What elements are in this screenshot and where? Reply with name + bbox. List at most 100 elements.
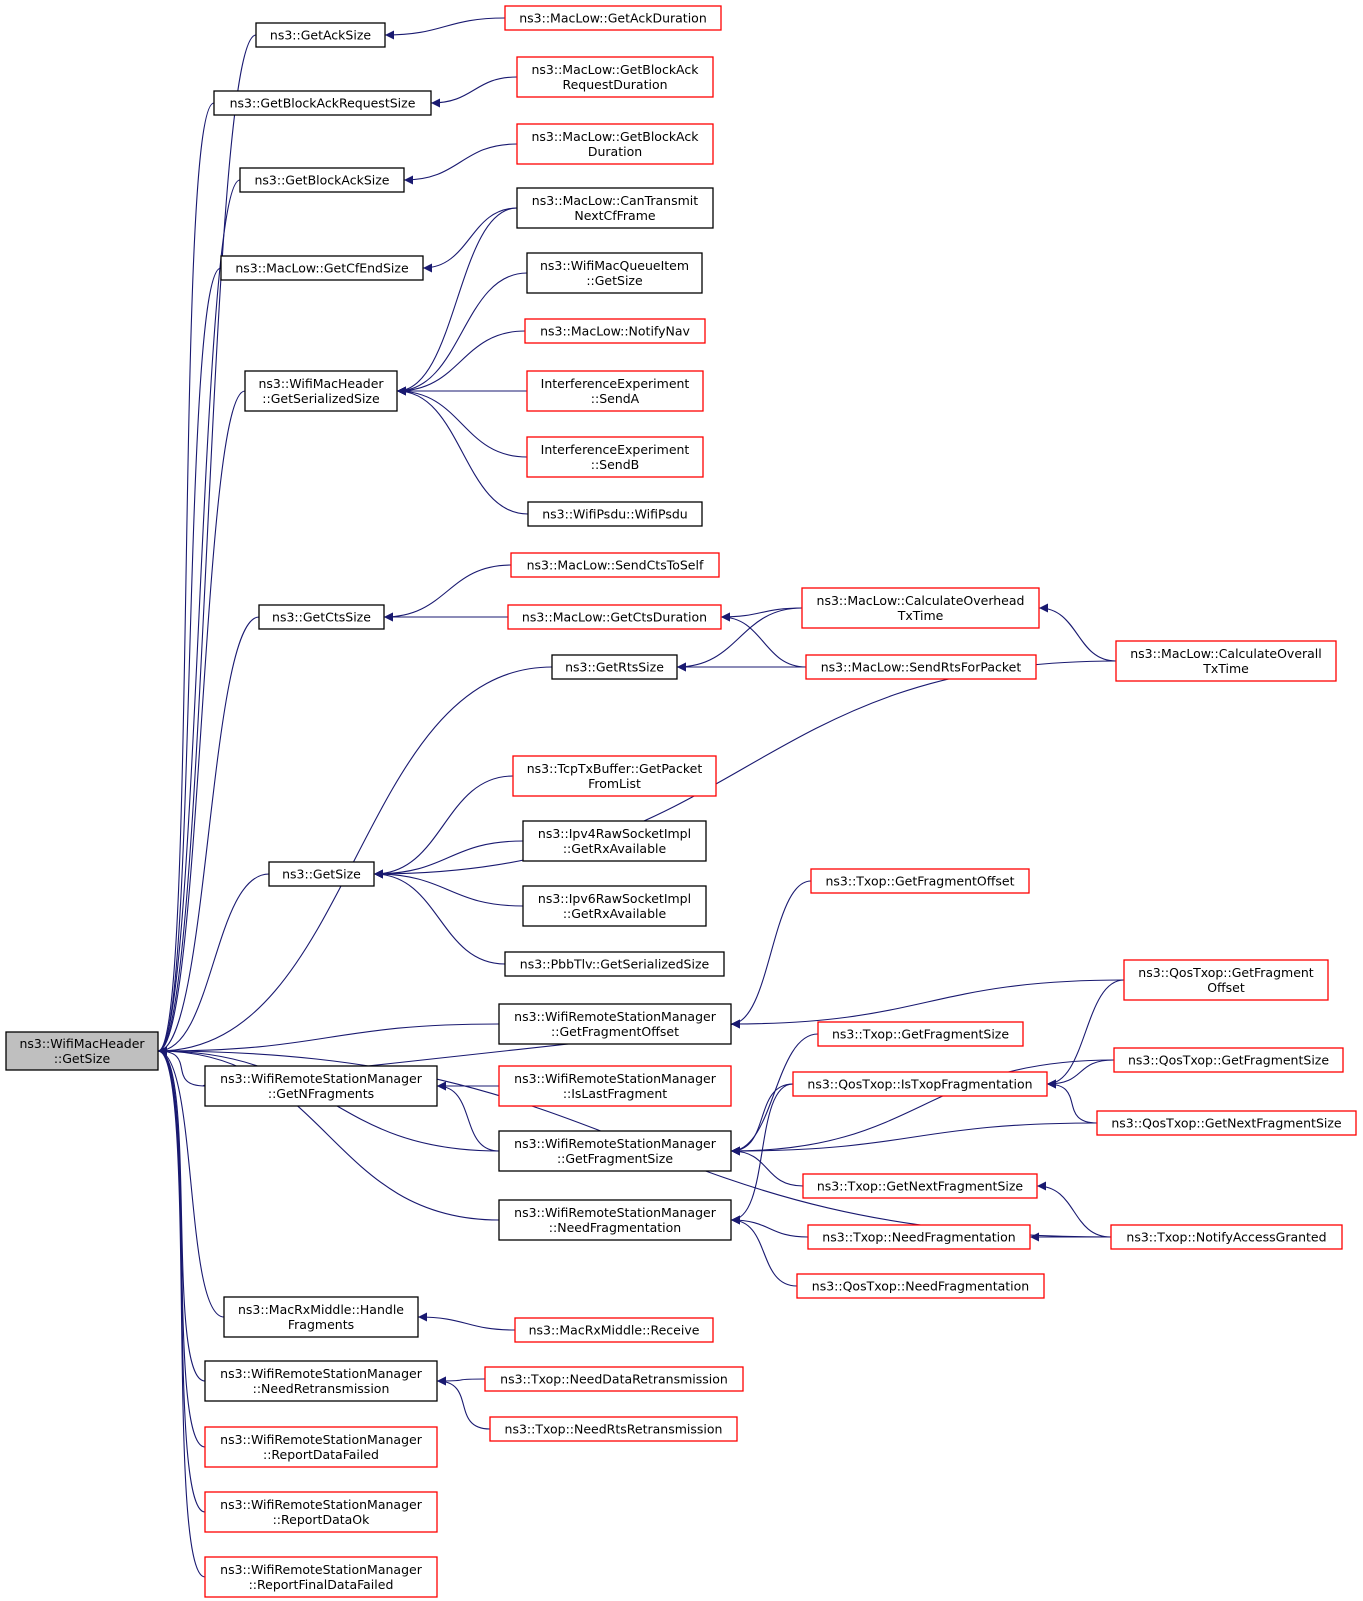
edge-wrsm-reportfinal-to-root: [157, 1046, 206, 1578]
call-edges: [157, 17, 1125, 1578]
node-getctsduration[interactable]: ns3::MacLow::GetCtsDuration: [507, 604, 722, 630]
edge-qos-getfragoffset-to-qos-istxopfrag: [1046, 979, 1125, 1089]
node-label-line: ::ReportDataFailed: [263, 1447, 379, 1462]
node-box: [204, 1065, 438, 1107]
node-qos-getnextfragsize[interactable]: ns3::QosTxop::GetNextFragmentSize: [1096, 1110, 1357, 1136]
node-box: [516, 187, 714, 229]
node-qos-getfragoffset[interactable]: ns3::QosTxop::GetFragmentOffset: [1123, 959, 1329, 1001]
node-label-line: ns3::Ipv6RawSocketImpl: [538, 891, 691, 906]
node-label-line: ns3::Txop::GetFragmentSize: [832, 1027, 1009, 1042]
node-wifipsdu[interactable]: ns3::WifiPsdu::WifiPsdu: [527, 501, 703, 527]
node-wrsm-reportfinal[interactable]: ns3::WifiRemoteStationManager::ReportFin…: [204, 1556, 438, 1598]
node-label-line: ns3::WifiMacHeader: [258, 376, 384, 391]
node-label-line: ns3::WifiMacQueueItem: [540, 258, 689, 273]
node-wrsm-reportdataok[interactable]: ns3::WifiRemoteStationManager::ReportDat…: [204, 1491, 438, 1533]
node-wrsm-needfrag[interactable]: ns3::WifiRemoteStationManager::NeedFragm…: [498, 1199, 732, 1241]
node-label-line: InterferenceExperiment: [541, 376, 690, 391]
edge-wrsm-getnfrag-to-root: [157, 1046, 206, 1087]
node-getackduration[interactable]: ns3::MacLow::GetAckDuration: [504, 5, 722, 31]
node-getcfendsize[interactable]: ns3::MacLow::GetCfEndSize: [220, 255, 424, 281]
node-getrtssize[interactable]: ns3::GetRtsSize: [551, 654, 678, 680]
node-wrsm-getfragoffset[interactable]: ns3::WifiRemoteStationManager::GetFragme…: [498, 1003, 732, 1045]
node-box: [801, 587, 1040, 629]
node-qos-istxopfrag[interactable]: ns3::QosTxop::IsTxopFragmentation: [792, 1071, 1048, 1097]
node-root[interactable]: ns3::WifiMacHeader::GetSize: [5, 1031, 159, 1071]
node-label-line: ns3::QosTxop::GetFragment: [1138, 965, 1314, 980]
node-label-line: ns3::GetBlockAckRequestSize: [230, 96, 416, 111]
node-wrsm-islastfrag[interactable]: ns3::WifiRemoteStationManager::IsLastFra…: [498, 1065, 732, 1107]
node-sersize[interactable]: ns3::WifiMacHeader::GetSerializedSize: [244, 370, 398, 412]
node-txop-needrtsretx[interactable]: ns3::Txop::NeedRtsRetransmission: [489, 1416, 738, 1442]
node-wrsm-reportdatafailed[interactable]: ns3::WifiRemoteStationManager::ReportDat…: [204, 1426, 438, 1468]
node-wrsm-getnfrag[interactable]: ns3::WifiRemoteStationManager::GetNFragm…: [204, 1065, 438, 1107]
node-label-line: ns3::PbbTlv::GetSerializedSize: [520, 957, 710, 972]
node-txop-notifyaccess[interactable]: ns3::Txop::NotifyAccessGranted: [1110, 1224, 1343, 1250]
node-txop-getfragsize[interactable]: ns3::Txop::GetFragmentSize: [817, 1021, 1024, 1047]
node-label-line: ns3::Txop::GetFragmentOffset: [825, 874, 1014, 889]
node-label-line: ns3::MacLow::GetCfEndSize: [235, 261, 409, 276]
node-box: [514, 1317, 714, 1343]
node-qos-getfragsize[interactable]: ns3::QosTxop::GetFragmentSize: [1113, 1047, 1344, 1073]
node-label-line: ns3::WifiMacHeader: [19, 1036, 145, 1051]
edge-qos-needfrag-to-wrsm-needfrag: [730, 1215, 798, 1287]
node-ipv4raw[interactable]: ns3::Ipv4RawSocketImpl::GetRxAvailable: [522, 820, 707, 862]
node-box: [522, 885, 707, 927]
node-receive[interactable]: ns3::MacRxMiddle::Receive: [514, 1317, 714, 1343]
node-txop-needdataretx[interactable]: ns3::Txop::NeedDataRetransmission: [484, 1366, 744, 1392]
node-label-line: ::GetRxAvailable: [563, 906, 667, 921]
node-label-line: ns3::QosTxop::GetNextFragmentSize: [1111, 1116, 1342, 1131]
node-label-line: Duration: [588, 144, 642, 159]
node-wrsm-needretx[interactable]: ns3::WifiRemoteStationManager::NeedRetra…: [204, 1360, 438, 1402]
node-sendctstoself[interactable]: ns3::MacLow::SendCtsToSelf: [510, 552, 720, 578]
edge-sendctstoself-to-getctssize: [383, 564, 512, 622]
node-getbasize[interactable]: ns3::GetBlockAckSize: [239, 167, 405, 193]
node-box: [1123, 959, 1329, 1001]
edge-getbasize-to-root: [157, 179, 241, 1056]
edge-txop-needrtsretx-to-wrsm-needretx: [436, 1376, 491, 1430]
edge-getcfendsize-to-root: [157, 267, 222, 1056]
node-label-line: ns3::Txop::NeedRtsRetransmission: [505, 1422, 723, 1437]
node-txop-getfragoffset[interactable]: ns3::Txop::GetFragmentOffset: [810, 868, 1030, 894]
node-senda[interactable]: InterferenceExperiment::SendA: [526, 370, 704, 412]
edge-queueitem-to-sersize: [396, 272, 528, 396]
node-txop-getnextfragsize[interactable]: ns3::Txop::GetNextFragmentSize: [802, 1173, 1038, 1199]
node-wrsm-getfragsize[interactable]: ns3::WifiRemoteStationManager::GetFragme…: [498, 1130, 732, 1172]
node-queueitem[interactable]: ns3::WifiMacQueueItem::GetSize: [526, 252, 703, 294]
node-label-line: ns3::WifiRemoteStationManager: [514, 1009, 717, 1024]
edge-handlefrag-to-root: [157, 1046, 225, 1318]
edge-sersize-to-root: [157, 390, 246, 1056]
node-label-line: ::GetFragmentOffset: [551, 1024, 679, 1039]
node-label-line: ::GetFragmentSize: [557, 1151, 673, 1166]
edge-qos-getnextfragsize-to-wrsm-getfragsize: [730, 1122, 1098, 1156]
node-box: [213, 90, 432, 116]
node-box: [805, 654, 1037, 680]
node-label-line: FromList: [588, 776, 641, 791]
node-txop-needfrag[interactable]: ns3::Txop::NeedFragmentation: [807, 1224, 1031, 1250]
node-ipv6raw[interactable]: ns3::Ipv6RawSocketImpl::GetRxAvailable: [522, 885, 707, 927]
node-getbareqsize[interactable]: ns3::GetBlockAckRequestSize: [213, 90, 432, 116]
node-getsize[interactable]: ns3::GetSize: [268, 861, 375, 887]
edge-txop-getfragsize-to-wrsm-getfragsize: [730, 1033, 819, 1156]
node-notifynav[interactable]: ns3::MacLow::NotifyNav: [524, 318, 706, 344]
node-sendb[interactable]: InterferenceExperiment::SendB: [526, 436, 704, 478]
node-sendrts[interactable]: ns3::MacLow::SendRtsForPacket: [805, 654, 1037, 680]
node-qos-needfrag[interactable]: ns3::QosTxop::NeedFragmentation: [796, 1273, 1045, 1299]
node-getctssize[interactable]: ns3::GetCtsSize: [258, 604, 385, 630]
node-label-line: ns3::MacLow::GetAckDuration: [519, 11, 707, 26]
node-label-line: ns3::MacLow::GetBlockAck: [531, 62, 699, 77]
node-label-line: ns3::WifiRemoteStationManager: [514, 1071, 717, 1086]
node-pbbtlv[interactable]: ns3::PbbTlv::GetSerializedSize: [504, 951, 725, 977]
node-label-line: ns3::QosTxop::IsTxopFragmentation: [807, 1077, 1032, 1092]
edge-ipv6raw-to-getsize: [373, 869, 524, 907]
node-label-line: InterferenceExperiment: [541, 442, 690, 457]
edge-pbbtlv-to-getsize: [373, 869, 506, 965]
node-label-line: ns3::Txop::GetNextFragmentSize: [817, 1179, 1024, 1194]
node-getacksize[interactable]: ns3::GetAckSize: [255, 22, 386, 48]
